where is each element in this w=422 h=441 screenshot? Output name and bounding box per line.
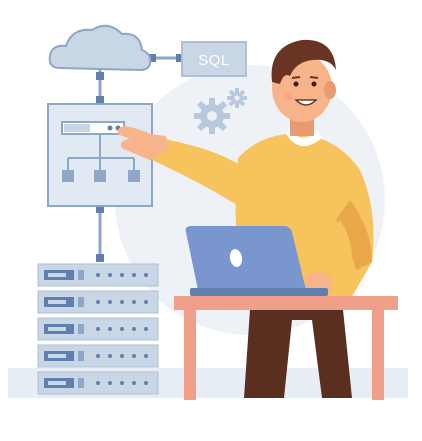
network-diagram-icon	[47, 103, 153, 207]
arm-extended	[152, 138, 244, 208]
laptop-icon	[185, 226, 328, 296]
cloud-icon	[48, 24, 152, 72]
hand-pointing	[117, 126, 168, 160]
sql-label: SQL	[198, 51, 230, 69]
hair	[271, 39, 336, 84]
collar	[286, 128, 322, 147]
database-sql-icon	[181, 41, 247, 77]
desk	[174, 296, 398, 400]
server-rack-icon	[37, 263, 159, 395]
gear-icon	[194, 88, 247, 134]
